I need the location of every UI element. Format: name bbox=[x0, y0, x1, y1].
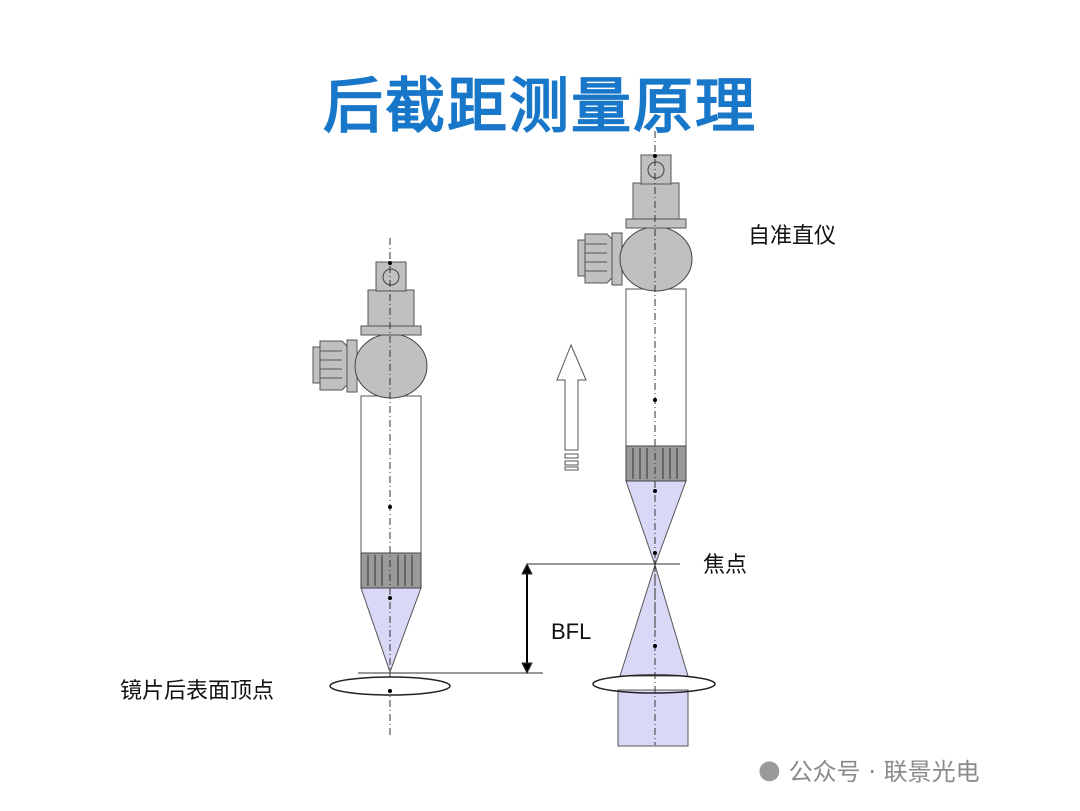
up-arrow-icon bbox=[556, 343, 587, 471]
page-title: 后截距测量原理 bbox=[323, 72, 757, 142]
lens-left bbox=[329, 676, 451, 696]
lens-vertex-label: 镜片后表面顶点 bbox=[120, 679, 275, 704]
lens-right bbox=[592, 674, 716, 694]
autocollimator-right bbox=[577, 130, 693, 629]
autocollimator-label: 自准直仪 bbox=[748, 224, 837, 249]
beam-below-lens bbox=[617, 689, 689, 747]
diverging-beam bbox=[619, 563, 689, 677]
bfl-dimension bbox=[358, 562, 680, 675]
autocollimator-left bbox=[312, 237, 428, 736]
bfl-label: BFL bbox=[551, 619, 592, 644]
focus-label: 焦点 bbox=[703, 553, 748, 578]
watermark: ● 公众号 · 联景光电 bbox=[758, 752, 980, 787]
watermark-text: 公众号 · 联景光电 bbox=[788, 758, 980, 786]
wechat-icon: ● bbox=[758, 754, 781, 785]
